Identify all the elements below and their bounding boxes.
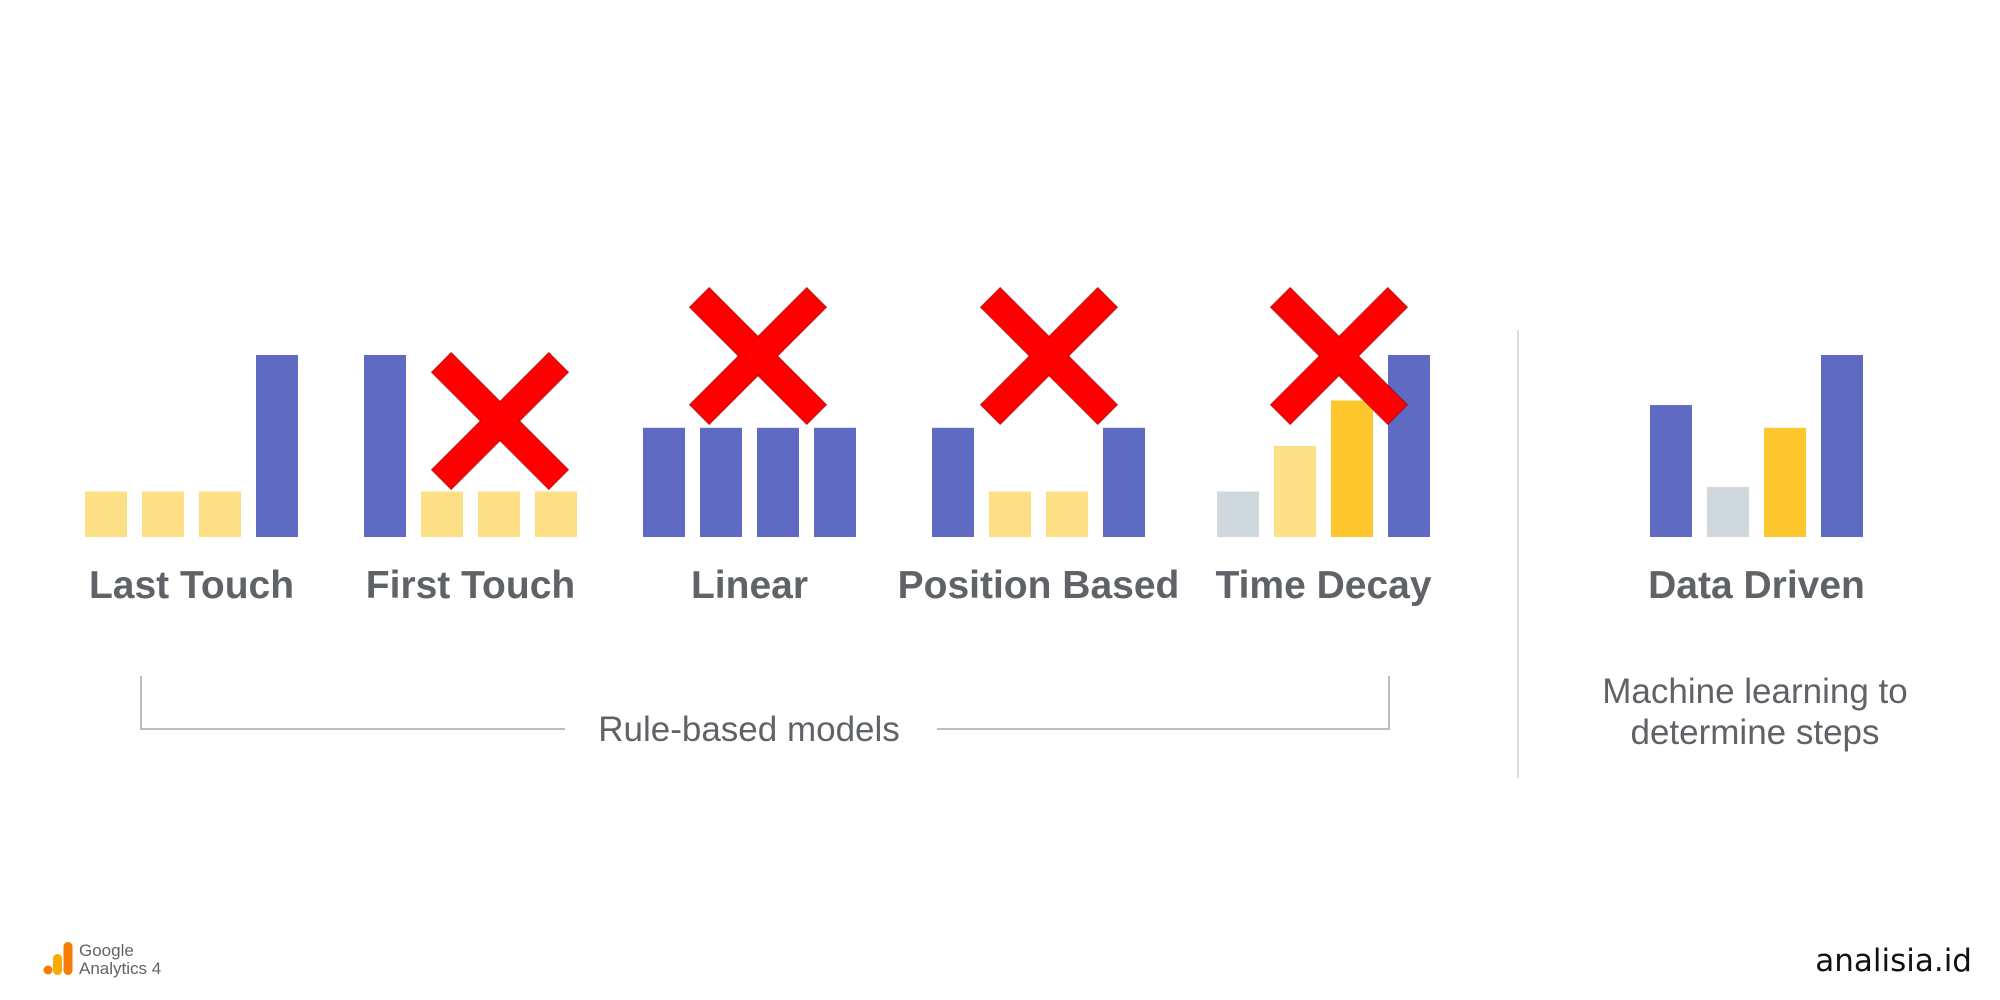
first-touch-label: First Touch [366,564,575,607]
first-touch-touchpoint-bar-3 [478,491,520,537]
last-touch-touchpoint-bar-1 [85,491,127,537]
model-data-driven: Data Driven [1648,355,1865,607]
linear-cross-icon [688,286,828,426]
last-touch-touchpoint-bar-4 [256,355,298,537]
data-driven-label: Data Driven [1648,564,1865,607]
google-analytics-bars-icon [43,942,73,975]
first-touch-cross-icon [430,351,570,491]
data-driven-touchpoint-bar-2 [1707,486,1749,537]
time-decay-touchpoint-bar-3 [1331,400,1373,537]
model-first-touch: First Touch [364,351,577,607]
last-touch-label: Last Touch [89,564,294,607]
last-touch-touchpoint-bar-2 [142,491,184,537]
data-driven-description-line-2: determine steps [1630,713,1879,752]
position-based-touchpoint-bar-1 [932,427,974,537]
google-analytics-logo: Google Analytics 4 [43,941,161,978]
position-based-label: Position Based [898,564,1180,607]
first-touch-touchpoint-bar-4 [535,491,577,537]
position-based-touchpoint-bar-4 [1103,427,1145,537]
model-position-based: Position Based [898,286,1180,607]
brand-name: analisia.id [1815,943,1972,979]
linear-touchpoint-bar-4 [814,427,856,537]
models-layer: Last Touch First Touch Linear Position Base… [85,286,1865,607]
position-based-touchpoint-bar-3 [1046,491,1088,537]
rule-based-bracket: Rule-based models [140,676,1390,749]
data-driven-touchpoint-bar-1 [1650,405,1692,537]
data-driven-touchpoint-bar-4 [1821,355,1863,537]
position-based-touchpoint-bar-2 [989,491,1031,537]
model-last-touch: Last Touch [85,355,298,607]
last-touch-touchpoint-bar-3 [199,491,241,537]
time-decay-touchpoint-bar-4 [1388,355,1430,537]
logo-text-analytics: Analytics 4 [79,959,161,978]
time-decay-cross-icon [1269,286,1409,426]
data-driven-touchpoint-bar-3 [1764,427,1806,537]
position-based-cross-icon [979,286,1119,426]
first-touch-touchpoint-bar-2 [421,491,463,537]
time-decay-touchpoint-bar-2 [1274,446,1316,537]
first-touch-touchpoint-bar-1 [364,355,406,537]
time-decay-touchpoint-bar-1 [1217,491,1259,537]
data-driven-description-line-1: Machine learning to [1602,672,1907,711]
rule-based-models-label: Rule-based models [598,710,900,749]
linear-touchpoint-bar-3 [757,427,799,537]
model-time-decay: Time Decay [1215,286,1432,607]
logo-text-google: Google [79,941,134,960]
linear-label: Linear [691,564,808,607]
linear-touchpoint-bar-1 [643,427,685,537]
time-decay-label: Time Decay [1215,564,1431,607]
linear-touchpoint-bar-2 [700,427,742,537]
model-linear: Linear [643,286,856,607]
